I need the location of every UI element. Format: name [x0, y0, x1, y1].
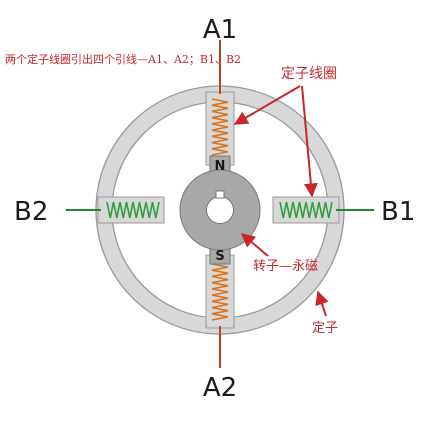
header-annotation: 两个定子线圈引出四个引线—A1、A2；B1、B2 [5, 52, 241, 66]
arrow-to-stator [315, 290, 329, 317]
terminal-b1-label: B1 [381, 197, 415, 227]
rotor-keyway [215, 190, 225, 199]
stator-annotation: 定子 [312, 321, 338, 336]
stator-coil-annotation: 定子线圈 [281, 66, 337, 82]
rotor-annotation: 转子—永磁 [253, 259, 318, 274]
coil-winding [279, 201, 333, 219]
coil-b-left [106, 201, 160, 219]
south-pole-label: S [215, 249, 224, 264]
terminal-a2-label: A2 [203, 373, 237, 403]
stator-pole-right [272, 196, 340, 224]
north-pole-label: N [215, 159, 226, 174]
terminal-b2-label: B2 [14, 197, 48, 227]
terminal-a1-label: A1 [203, 15, 237, 45]
rotor-shaft-hole [206, 196, 234, 224]
coil-a-top [211, 98, 229, 156]
arrow-to-coil-b [301, 85, 318, 198]
coil-winding [106, 201, 160, 219]
arrow-to-rotor [240, 233, 269, 257]
coil-b-right [279, 201, 333, 219]
arrow-to-coil-a [233, 85, 301, 125]
coil-winding [211, 98, 229, 156]
coil-a-bottom [211, 263, 229, 321]
coil-winding [211, 263, 229, 321]
